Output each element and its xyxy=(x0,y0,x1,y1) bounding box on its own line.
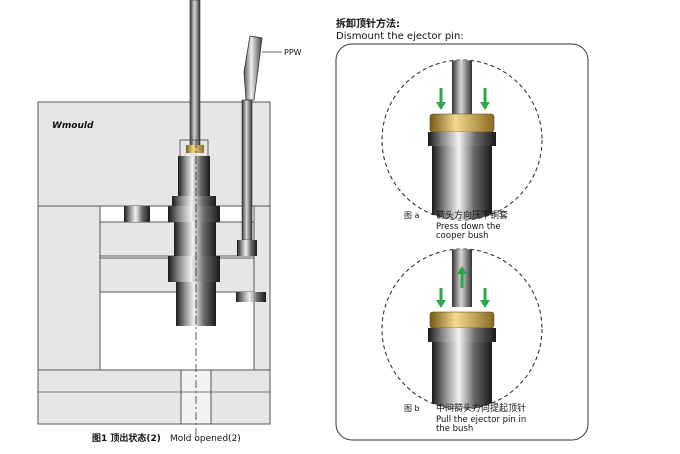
figure-b xyxy=(381,248,543,410)
stop-block-left xyxy=(124,206,150,222)
figure-b-arrow-left xyxy=(436,288,446,308)
left-caption-cn: 图1 顶出状态(2) xyxy=(92,432,161,444)
figure-a-brass-bush xyxy=(429,113,495,133)
brand-label: Wmould xyxy=(52,121,94,131)
bottom-clamp-plate xyxy=(37,369,271,425)
return-pin-base xyxy=(237,240,257,256)
instruction-panel xyxy=(335,43,589,441)
figure-a-sleeve xyxy=(432,146,492,220)
figure-a-label-en-2: cooper bush xyxy=(436,231,489,241)
panel-title-en: Dismount the ejector pin: xyxy=(336,31,464,42)
figure-a-label-cn: 箭头方向压下铜套 xyxy=(436,209,508,221)
figure-a-arrow-left xyxy=(436,88,446,110)
pin-body-ring-1 xyxy=(168,206,220,222)
figure-a xyxy=(381,59,543,221)
pin-sleeve-collar xyxy=(172,196,216,206)
brass-bush-small xyxy=(186,145,204,153)
pin-body-main xyxy=(174,222,216,256)
middle-plate-left xyxy=(37,205,101,371)
panel-title-cn: 拆卸顶针方法: xyxy=(336,17,400,30)
figure-b-sleeve xyxy=(432,342,492,409)
figure-a-label-en-1: Press down the xyxy=(436,222,501,232)
figure-b-arrow-up xyxy=(457,266,467,288)
return-pin-rod xyxy=(241,99,253,241)
pin-body-ring-3 xyxy=(168,270,220,282)
mold-assembly: Wmould PPW xyxy=(37,0,302,440)
figure-b-label-en-2: the bush xyxy=(436,424,473,434)
figure-a-tag: 图 a xyxy=(404,211,420,220)
figure-b-arrow-right xyxy=(480,288,490,308)
figure-a-pin xyxy=(452,60,472,118)
top-clamp-plate xyxy=(37,101,271,207)
figure-b-tag: 图 b xyxy=(404,404,420,413)
ejector-pin-rod xyxy=(189,0,201,151)
figure-a-collar xyxy=(428,132,496,146)
ppw-label: PPW xyxy=(284,48,302,57)
figure-b-label-cn: 中间箭头方向提起顶针 xyxy=(436,402,526,414)
figure-b-label-en-1: Pull the ejector pin in xyxy=(436,415,526,425)
figure-a-arrow-right xyxy=(480,88,490,110)
stop-block-right xyxy=(236,292,266,302)
pin-body-ring-2 xyxy=(168,256,220,270)
middle-plate-right xyxy=(253,205,271,371)
ppw-tool xyxy=(243,35,263,101)
left-caption-en: Mold opened(2) xyxy=(170,434,241,444)
figure-b-collar xyxy=(428,328,496,342)
figure-b-brass-bush xyxy=(429,311,495,329)
